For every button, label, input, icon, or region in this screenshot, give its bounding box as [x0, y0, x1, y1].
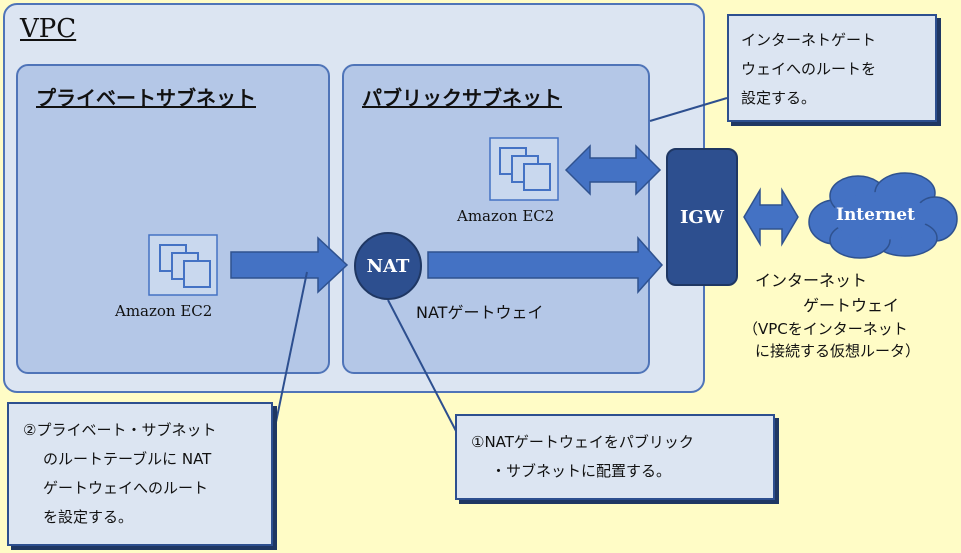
ec2-to-nat-arrow — [230, 236, 349, 294]
igw-route-note-line: インターネトゲート — [741, 31, 877, 49]
igw-caption-line2: ゲートウェイ — [803, 296, 900, 315]
nat-gateway-caption: NATゲートウェイ — [416, 303, 544, 322]
public-subnet — [342, 64, 650, 374]
internet-cloud — [808, 172, 958, 259]
route-note-connector — [275, 271, 308, 423]
private-route-note-line: ②プライベート・サブネット — [23, 421, 217, 439]
internet-label: Internet — [836, 205, 915, 225]
igw-note-connector — [649, 97, 728, 122]
public-subnet-title: パブリックサブネット — [362, 86, 562, 110]
vpc-label: VPC — [20, 14, 77, 44]
public-ec2-label: Amazon EC2 — [457, 207, 555, 225]
nat-placement-note: ①NATゲートウェイをパブリック ・サブネットに配置する。 — [455, 414, 775, 500]
igw-route-note-line: ウェイへのルートを — [741, 60, 877, 78]
private-route-note: ②プライベート・サブネット のルートテーブルに NAT ゲートウェイへのルート … — [7, 402, 273, 546]
igw-caption-line1: インターネット — [755, 271, 868, 290]
igw-route-note: インターネトゲート ウェイへのルートを 設定する。 — [727, 14, 937, 122]
nat-gateway: NAT — [354, 232, 422, 300]
igw-caption-line4: に接続する仮想ルータ） — [755, 342, 921, 360]
ec2-igw-double-arrow — [564, 144, 662, 196]
private-subnet-title: プライベートサブネット — [36, 86, 256, 110]
internet-gateway: IGW — [666, 148, 738, 286]
igw-route-note-line: 設定する。 — [741, 89, 817, 107]
private-subnet — [16, 64, 330, 374]
public-ec2-icon — [489, 137, 559, 201]
nat-placement-note-line: ①NATゲートウェイをパブリック — [471, 433, 694, 451]
private-route-note-line: のルートテーブルに NAT — [43, 450, 212, 468]
private-route-note-line: を設定する。 — [43, 508, 134, 526]
private-ec2-icon — [148, 234, 218, 296]
nat-note-connector — [387, 299, 457, 432]
nat-to-igw-arrow — [427, 236, 664, 294]
nat-gateway-label: NAT — [366, 255, 410, 277]
nat-placement-note-line: ・サブネットに配置する。 — [491, 462, 672, 480]
igw-caption-line3: （VPCをインターネット — [743, 320, 908, 338]
igw-label: IGW — [679, 206, 724, 228]
igw-internet-double-arrow — [743, 187, 799, 247]
private-ec2-label: Amazon EC2 — [115, 302, 213, 320]
private-route-note-line: ゲートウェイへのルート — [43, 479, 209, 497]
